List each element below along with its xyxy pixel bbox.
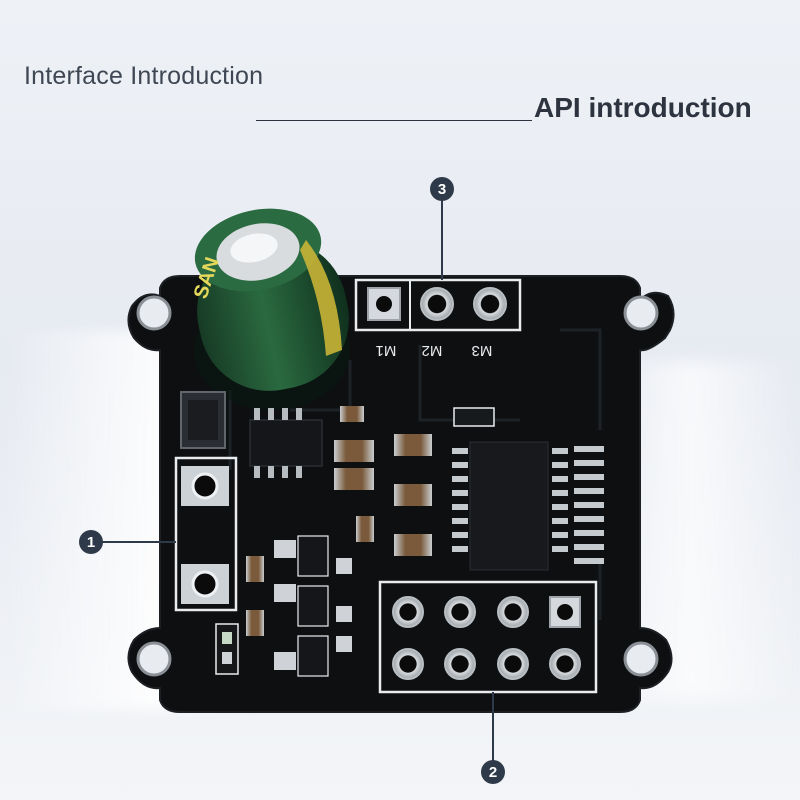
subtitle-underline — [256, 120, 532, 121]
silkscreen-m2: M2 — [422, 342, 443, 359]
motor-terminal — [354, 278, 522, 332]
mounting-hole-bottom-left — [136, 641, 172, 677]
silkscreen-m3: M3 — [472, 342, 493, 359]
callout-number-2: 2 — [489, 764, 497, 781]
callout-badge-2: 2 — [481, 760, 505, 784]
electrolytic-capacitor: SAN — [190, 208, 350, 410]
regulator-ic — [249, 408, 323, 478]
power-inductor — [180, 391, 226, 449]
mounting-hole-bottom-right — [623, 641, 659, 677]
smd-components — [215, 406, 495, 675]
driver-ic-left — [452, 441, 568, 571]
page-subtitle: API introduction — [534, 92, 752, 123]
callout-number-3: 3 — [438, 181, 446, 198]
callout-badge-3: 3 — [430, 177, 454, 201]
silkscreen-m1: M1 — [376, 342, 397, 359]
mounting-hole-top-right — [623, 295, 659, 331]
control-header-2x4 — [378, 580, 598, 694]
callout-lines — [102, 200, 494, 762]
callout-number-1: 1 — [87, 534, 95, 551]
callout-badge-1: 1 — [79, 530, 103, 554]
power-terminal — [174, 456, 238, 612]
driver-ic-right — [574, 446, 604, 564]
mosfet-array — [297, 535, 329, 677]
page-title: Interface Introduction — [24, 62, 264, 90]
mounting-hole-top-left — [136, 295, 172, 331]
